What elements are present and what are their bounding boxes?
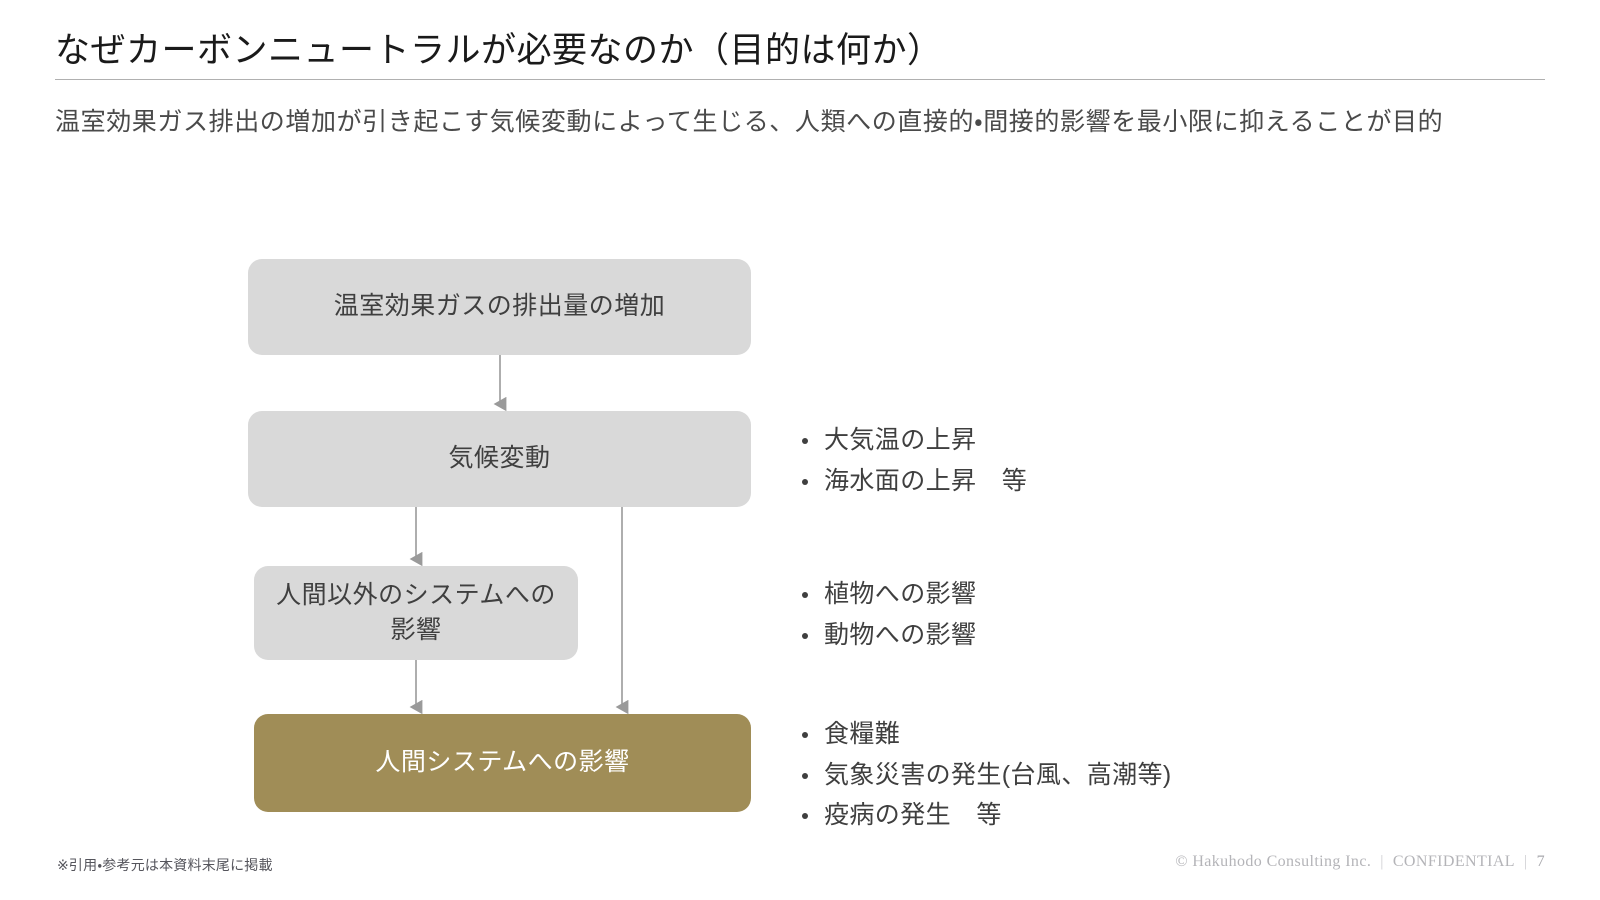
node-emissions[interactable]: 温室効果ガスの排出量の増加 bbox=[248, 259, 751, 355]
footer-source-note: ※引用・参考元は本資料末尾に掲載 bbox=[57, 857, 273, 873]
node-human-highlighted[interactable]: 人間システムへの影響 bbox=[254, 714, 751, 812]
list-item: 大気温の上昇 bbox=[798, 424, 1027, 457]
page-subtitle: 温室効果ガス排出の増加が引き起こす気候変動によって生じる、人類への直接的・間接的… bbox=[55, 108, 1444, 136]
footer-copyright: © Hakuhodo Consulting Inc. bbox=[1175, 853, 1372, 870]
list-item: 海水面の上昇 等 bbox=[798, 465, 1027, 498]
list-item: 植物への影響 bbox=[798, 578, 976, 611]
bullet-list-nonhuman-effects: 植物への影響 動物への影響 bbox=[798, 578, 976, 651]
footer-separator: | bbox=[1523, 853, 1528, 870]
bullet-list-climate-effects: 大気温の上昇 海水面の上昇 等 bbox=[798, 424, 1027, 497]
footer-page-number: 7 bbox=[1536, 853, 1545, 870]
title-divider bbox=[55, 79, 1545, 80]
list-item: 気象災害の発生(台風、高潮等) bbox=[798, 759, 1172, 792]
bullet-list-human-effects: 食糧難 気象災害の発生(台風、高潮等) 疫病の発生 等 bbox=[798, 718, 1172, 832]
list-item: 疫病の発生 等 bbox=[798, 799, 1172, 832]
footer-separator: | bbox=[1380, 853, 1384, 870]
node-nonhuman[interactable]: 人間以外のシステムへの影響 bbox=[254, 566, 578, 660]
list-item: 食糧難 bbox=[798, 718, 1172, 751]
list-item: 動物への影響 bbox=[798, 619, 976, 652]
footer-confidential-label: CONFIDENTIAL bbox=[1392, 853, 1515, 870]
page-title: なぜカーボンニュートラルが必要なのか（目的は何か） bbox=[55, 31, 943, 70]
node-climate[interactable]: 気候変動 bbox=[248, 411, 751, 507]
footer-meta: © Hakuhodo Consulting Inc. | CONFIDENTIA… bbox=[1175, 853, 1545, 871]
